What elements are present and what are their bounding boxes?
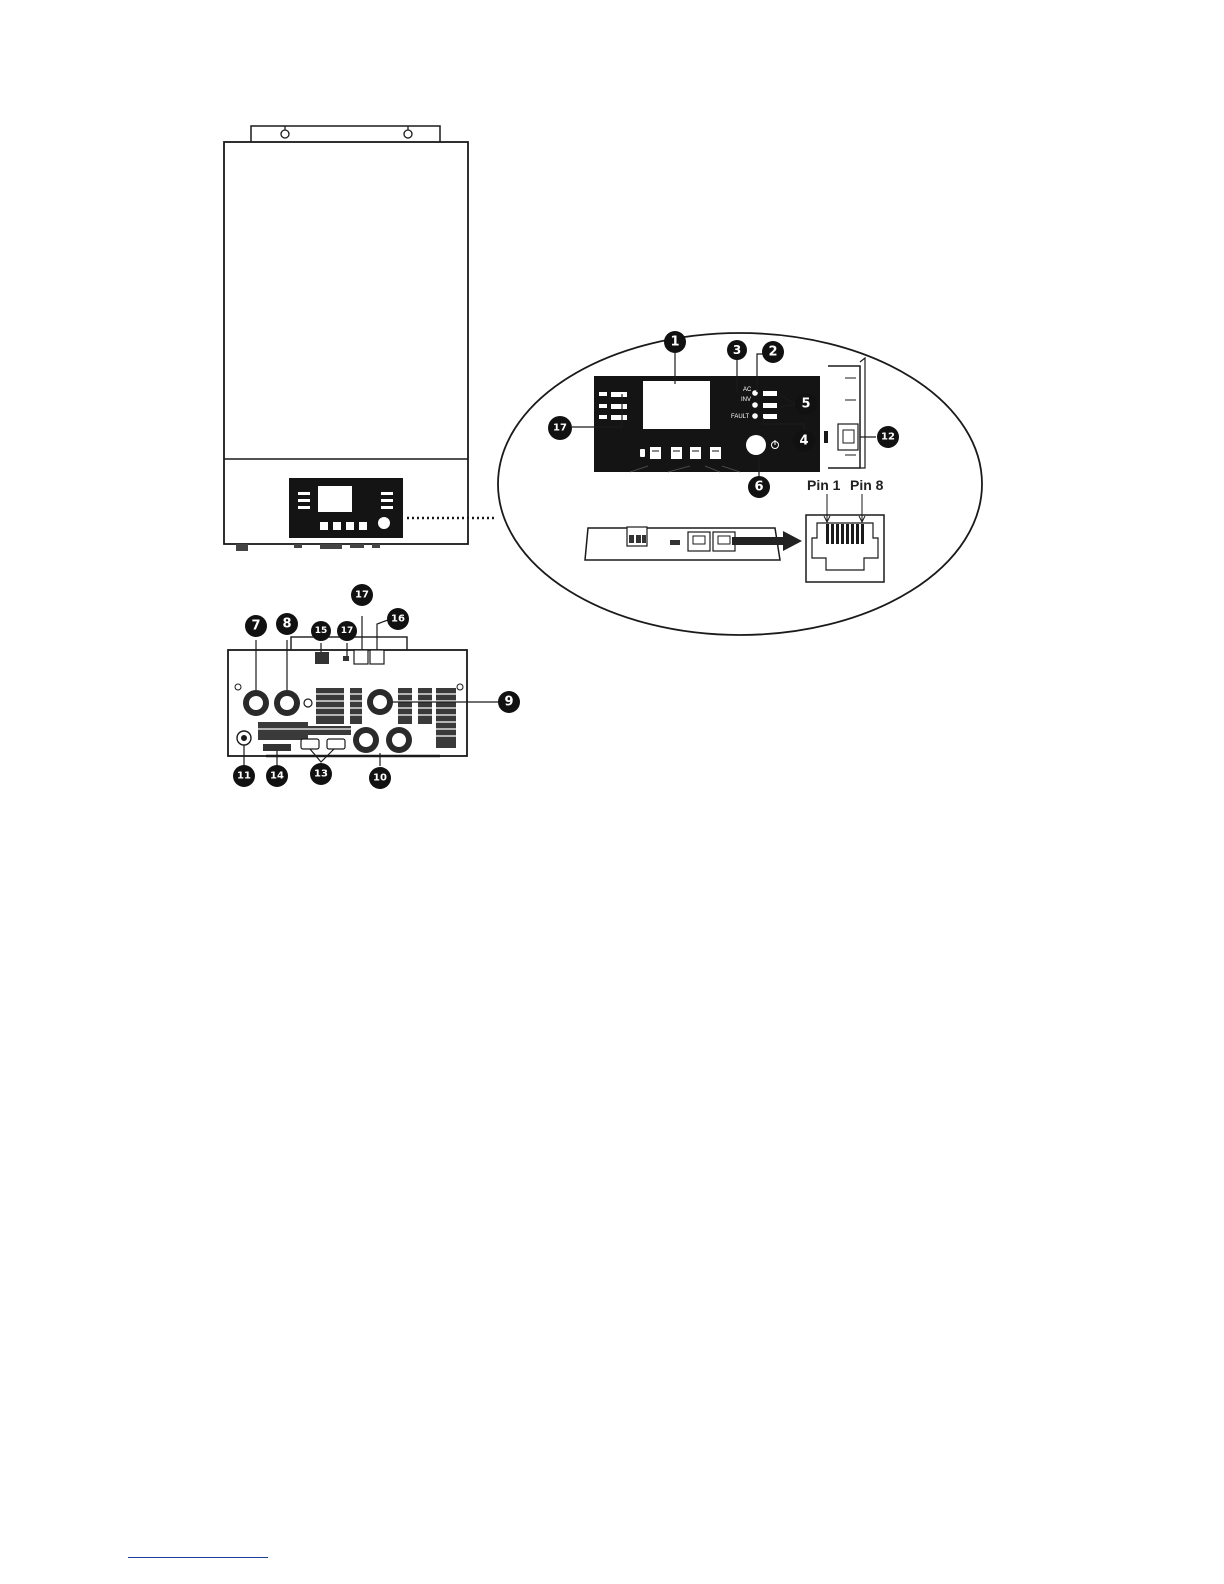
callout-11: 11 [233, 765, 255, 787]
svg-text:1: 1 [670, 335, 679, 350]
callout-3: 3 [727, 340, 747, 360]
svg-text:12: 12 [881, 432, 895, 443]
callout-15: 15 [311, 621, 331, 641]
svg-text:8: 8 [282, 617, 291, 632]
callout-6: 6 [748, 476, 770, 498]
svg-text:11: 11 [237, 771, 251, 782]
svg-text:14: 14 [270, 771, 284, 782]
callout-17-zoom: 17 [548, 416, 572, 440]
callout-17-panel: 17 [337, 621, 357, 641]
callout-14: 14 [266, 765, 288, 787]
footer-link-underline [128, 1557, 268, 1558]
svg-text:15: 15 [315, 626, 328, 636]
front-control-panel-mini [289, 478, 403, 538]
svg-text:7: 7 [251, 619, 260, 634]
callout-10: 10 [369, 767, 391, 789]
callout-9: 9 [498, 691, 520, 713]
callout-7: 7 [245, 615, 267, 637]
label-ac: AC [743, 387, 752, 393]
svg-text:4: 4 [799, 434, 808, 449]
inverter-bottom-view [228, 616, 500, 766]
callout-12: 12 [877, 426, 899, 448]
pin1-label: Pin 1 [807, 477, 841, 493]
callout-8: 8 [276, 613, 298, 635]
callout-5: 5 [795, 393, 817, 415]
label-fault: FAULT [731, 414, 750, 420]
svg-text:9: 9 [504, 695, 513, 710]
svg-text:17: 17 [341, 626, 354, 636]
power-button [746, 435, 766, 455]
svg-text:6: 6 [754, 480, 763, 495]
callout-16: 16 [387, 608, 409, 630]
port-bottom-view [585, 527, 802, 560]
callout-17-top: 17 [351, 584, 373, 606]
side-view-panel [824, 358, 865, 468]
inverter-front-view [224, 126, 497, 551]
label-inv: INV [741, 397, 751, 403]
svg-text:2: 2 [768, 345, 777, 360]
svg-text:16: 16 [391, 614, 405, 625]
svg-text:5: 5 [801, 397, 810, 412]
lcd-display [643, 381, 710, 429]
svg-text:10: 10 [373, 773, 387, 784]
callout-2: 2 [762, 341, 784, 363]
callout-1: 1 [664, 331, 686, 353]
pin8-label: Pin 8 [850, 477, 884, 493]
svg-text:17: 17 [355, 590, 369, 601]
bottom-connectors-front [236, 544, 380, 551]
svg-text:17: 17 [553, 423, 567, 434]
svg-text:13: 13 [314, 769, 328, 780]
callout-4: 4 [793, 430, 815, 452]
callout-13: 13 [310, 763, 332, 785]
svg-text:3: 3 [733, 343, 741, 357]
